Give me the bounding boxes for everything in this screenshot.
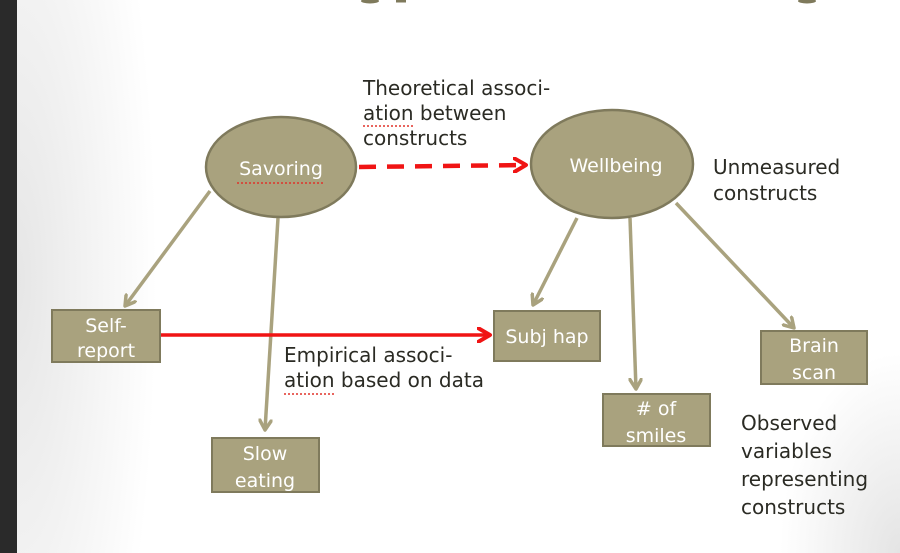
empirical-line-2: ation based on data (284, 368, 484, 392)
construct-wellbeing[interactable]: Wellbeing (529, 108, 695, 220)
construct-savoring[interactable]: Savoring (204, 115, 358, 219)
observed-brain-scan[interactable]: Brain scan (760, 330, 868, 385)
observed-line-1: Observed (741, 411, 837, 435)
annotation-unmeasured: Unmeasured constructs (713, 155, 840, 205)
unmeasured-line-1: Unmeasured (713, 155, 840, 179)
unmeasured-line-2: constructs (713, 181, 817, 205)
self-report-line-2: report (77, 340, 135, 362)
title-descender-g (361, 0, 379, 4)
theoretical-line-3: constructs (363, 126, 467, 150)
title-descender-p (396, 0, 406, 3)
brain-scan-line-2: scan (792, 362, 836, 384)
observed-subj-hap[interactable]: Subj hap (493, 310, 601, 362)
theoretical-line-1: Theoretical associ- (362, 76, 550, 100)
edge-wellbeing-num-smiles (628, 217, 636, 389)
brain-scan-line-1: Brain (789, 335, 839, 357)
title-descender-g2 (798, 0, 816, 4)
annotation-observed: Observed variables representing construc… (741, 411, 868, 519)
observed-line-3: representing (741, 467, 868, 491)
num-smiles-line-2: smiles (626, 425, 687, 447)
edge-wellbeing-brain-scan (674, 201, 794, 328)
empirical-line-1: Empirical associ- (284, 343, 452, 367)
observed-num-smiles[interactable]: # of smiles (602, 393, 711, 447)
observed-slow-eating[interactable]: Slow eating (211, 437, 320, 493)
construct-wellbeing-label: Wellbeing (569, 155, 662, 177)
slow-eating-line-2: eating (235, 470, 295, 492)
edge-savoring-self-report (125, 189, 212, 306)
annotation-theoretical: Theoretical associ- ation between constr… (362, 76, 550, 150)
construct-savoring-label: Savoring (239, 158, 323, 180)
slide-background (17, 0, 900, 553)
title-fragment (361, 0, 816, 4)
theoretical-line-2: ation between (363, 101, 506, 125)
subj-hap-line-1: Subj hap (505, 326, 588, 348)
left-edge-bar (0, 0, 17, 553)
observed-self-report[interactable]: Self- report (51, 309, 161, 363)
annotation-empirical: Empirical associ- ation based on data (284, 343, 484, 395)
slow-eating-line-1: Slow (243, 443, 288, 465)
num-smiles-line-1: # of (636, 398, 678, 420)
theoretical-association-arrow (358, 165, 526, 167)
edge-wellbeing-subj-hap (533, 217, 579, 305)
observed-line-2: variables (741, 439, 832, 463)
self-report-line-1: Self- (85, 315, 127, 337)
observed-line-4: constructs (741, 495, 845, 519)
edge-savoring-slow-eating (265, 217, 280, 430)
